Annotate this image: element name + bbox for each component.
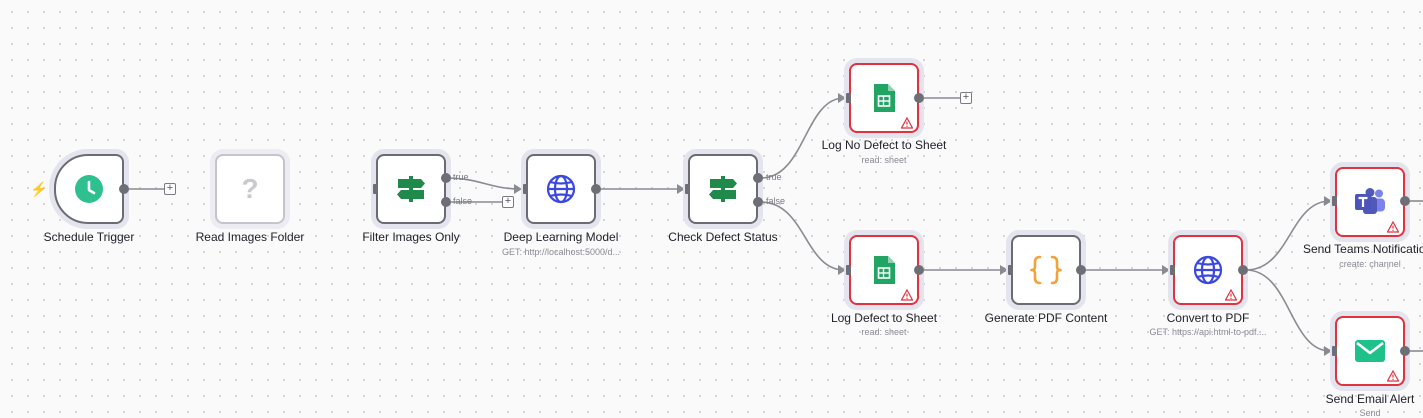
node-read-images-folder[interactable]: ? [215,154,285,224]
add-node-button[interactable]: + [164,183,176,195]
input-port-log-no-defect[interactable] [846,93,851,103]
output-port-check-false[interactable] [753,197,763,207]
globe-icon [1193,255,1223,285]
arrow-head-generate [1000,265,1008,275]
node-label-schedule-trigger: Schedule Trigger [43,230,135,244]
node-subtitle-deep-learning-model: GET: http://localhost:5000/d... [501,247,621,257]
node-label-send-teams: Send Teams Notificatio [1303,242,1423,256]
mail-icon [1355,340,1385,362]
teams-icon [1355,188,1385,214]
output-port-schedule[interactable] [119,184,129,194]
signpost-icon [709,176,737,202]
warning-icon [1387,221,1399,233]
google-sheets-icon [874,256,895,284]
connection-check-true-nodefect [760,97,845,179]
output-port-log-no-defect[interactable] [914,93,924,103]
branch-label-true: true [453,172,469,182]
trigger-bolt-icon: ⚡ [30,181,48,197]
connection-convert-email [1245,269,1331,352]
node-log-no-defect[interactable] [849,63,919,133]
node-subtitle-log-no-defect: read: sheet [861,155,907,165]
node-label-check-defect-status: Check Defect Status [668,230,778,244]
node-label-convert-to-pdf: Convert to PDF [1166,311,1250,325]
branch-label-false: false [766,196,786,206]
node-label-log-defect: Log Defect to Sheet [830,311,938,325]
node-label-send-email: Send Email Alert [1325,392,1415,406]
node-subtitle-send-email: Send [1359,408,1381,418]
node-send-email-alert[interactable] [1335,316,1405,386]
branch-label-true: true [766,172,782,182]
node-label-log-no-defect: Log No Defect to Sheet [821,138,947,152]
google-sheets-icon [874,84,895,112]
node-label-deep-learning-model: Deep Learning Model [503,230,619,244]
connection-check-false-defect [760,201,845,271]
output-port-send-teams[interactable] [1400,196,1410,206]
arrow-head-teams [1324,196,1332,206]
globe-icon [546,174,576,204]
arrow-head-email [1324,346,1332,356]
arrow-head-check [677,184,685,194]
warning-icon [1387,370,1399,382]
node-filter-images-only[interactable] [376,154,446,224]
node-deep-learning-model[interactable] [526,154,596,224]
node-generate-pdf-content[interactable] [1011,235,1081,305]
node-subtitle-log-defect: read: sheet [861,327,907,337]
clock-icon [75,175,103,203]
arrow-head-nodefect [838,93,846,103]
input-port-send-email[interactable] [1332,346,1337,356]
branch-label-false: false [453,196,473,206]
signpost-icon [397,176,425,202]
braces-icon [1030,255,1062,285]
node-subtitle-send-teams: create: channel [1339,259,1401,269]
input-port-log-defect[interactable] [846,265,851,275]
node-label-read-images-folder: Read Images Folder [195,230,305,244]
arrow-head-defect [838,265,846,275]
output-port-convert-pdf[interactable] [1238,265,1248,275]
connection-filter-true-deep [445,177,521,190]
node-subtitle-convert-to-pdf: GET: https://api.html-to-pdf.... [1149,327,1267,337]
input-port-deep-learning[interactable] [523,184,528,194]
node-label-filter-images-only: Filter Images Only [362,230,460,244]
input-port-convert-pdf[interactable] [1170,265,1175,275]
input-port-generate-pdf[interactable] [1008,265,1013,275]
add-node-button[interactable]: + [960,92,972,104]
output-port-generate-pdf[interactable] [1076,265,1086,275]
node-convert-to-pdf[interactable] [1173,235,1243,305]
add-node-button[interactable]: + [502,196,514,208]
input-port-check-defect[interactable] [685,184,690,194]
warning-icon [901,289,913,301]
arrow-head-deep [514,184,522,194]
input-port-send-teams[interactable] [1332,196,1337,206]
output-port-log-defect[interactable] [914,265,924,275]
question-icon: ? [241,173,259,204]
output-port-filter-false[interactable] [441,197,451,207]
node-label-generate-pdf-content: Generate PDF Content [984,311,1108,325]
warning-icon [1225,289,1237,301]
node-schedule-trigger[interactable] [54,154,124,224]
output-port-send-email[interactable] [1400,346,1410,356]
node-log-defect[interactable] [849,235,919,305]
node-check-defect-status[interactable] [688,154,758,224]
input-port-filter[interactable] [373,184,378,194]
output-port-filter-true[interactable] [441,173,451,183]
connection-convert-teams [1245,200,1331,271]
warning-icon [901,117,913,129]
output-port-deep-learning[interactable] [591,184,601,194]
output-port-check-true[interactable] [753,173,763,183]
arrow-head-convert [1162,265,1170,275]
node-send-teams-notification[interactable] [1335,167,1405,237]
